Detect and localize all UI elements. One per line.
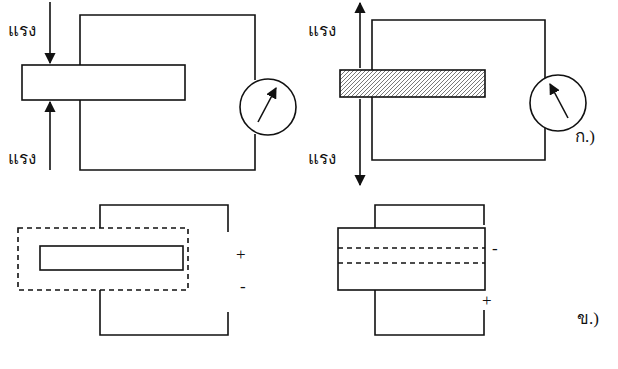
polarity-sign: + [482, 292, 492, 311]
wire [80, 100, 255, 170]
force-arrow [49, 102, 51, 170]
force-arrow [359, 99, 361, 185]
crystal-block [40, 246, 183, 270]
force-label: แรง [8, 22, 36, 41]
wire [375, 290, 484, 335]
wire [80, 15, 255, 80]
polarity-sign: + [236, 246, 246, 265]
crystal-block [22, 65, 185, 100]
meter-symbol [240, 79, 296, 135]
force-label: แรง [308, 150, 336, 169]
wire [100, 290, 228, 335]
force-label: แรง [8, 150, 36, 169]
crystal-block [340, 70, 485, 97]
deformed-outline [338, 247, 485, 249]
deformed-outline [18, 228, 188, 290]
meter-needle [258, 88, 276, 122]
force-label: แรง [308, 22, 336, 41]
figure-label: ก.) [575, 128, 595, 147]
polarity-sign: - [492, 240, 498, 259]
wire [372, 20, 545, 78]
wire [372, 97, 545, 160]
force-arrow [49, 2, 51, 63]
meter-symbol [530, 75, 586, 131]
deformed-outline [338, 262, 485, 264]
force-arrow [359, 3, 361, 68]
meter-needle [550, 84, 568, 118]
wire [375, 205, 484, 228]
crystal-block [338, 228, 485, 290]
polarity-sign: - [240, 278, 246, 297]
figure-label: ข.) [577, 310, 599, 329]
